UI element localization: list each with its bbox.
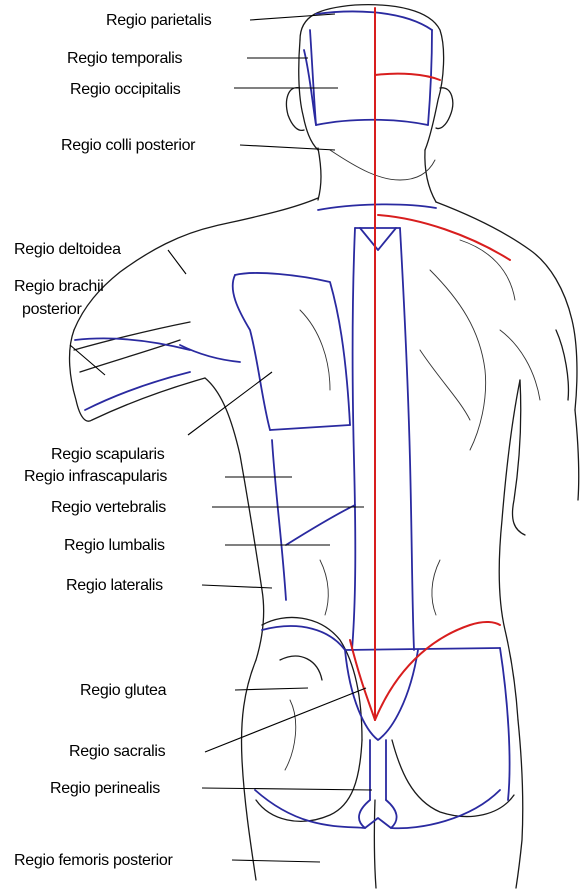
leader-scapularis (188, 372, 272, 435)
leader-colli-posterior (240, 145, 335, 150)
label-deltoidea: Regio deltoidea (14, 241, 121, 258)
label-colli-posterior: Regio colli posterior (61, 137, 196, 154)
leader-parietalis (250, 14, 335, 20)
leader-deltoidea (168, 250, 186, 274)
label-femoris-posterior: Regio femoris posterior (14, 852, 173, 869)
leader-femoris-posterior (232, 860, 320, 862)
leader-sacralis (205, 688, 366, 752)
label-brachii-posterior-line2: posterior (22, 301, 83, 318)
label-lumbalis: Regio lumbalis (64, 537, 165, 554)
label-glutea: Regio glutea (80, 682, 167, 699)
label-scapularis: Regio scapularis (51, 446, 165, 463)
leader-brachii-posterior (70, 345, 105, 375)
leader-perinealis (202, 788, 372, 790)
label-brachii-posterior-line1: Regio brachii (14, 278, 103, 295)
label-perinealis: Regio perinealis (50, 780, 160, 797)
label-sacralis: Regio sacralis (69, 743, 166, 760)
label-parietalis: Regio parietalis (106, 12, 212, 29)
region-labels: Regio parietalis Regio temporalis Regio … (14, 12, 212, 869)
label-vertebralis: Regio vertebralis (51, 499, 166, 516)
label-occipitalis: Regio occipitalis (70, 81, 181, 98)
label-infrascapularis: Regio infrascapularis (24, 468, 167, 485)
label-lateralis: Regio lateralis (66, 577, 163, 594)
leader-glutea (235, 688, 308, 690)
label-temporalis: Regio temporalis (67, 50, 183, 67)
